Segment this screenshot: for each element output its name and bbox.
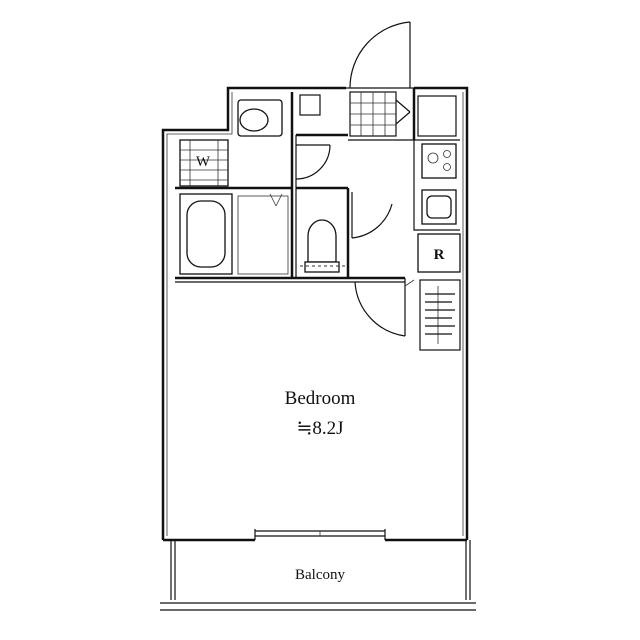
bedroom-area: ≒8.2J: [296, 418, 343, 439]
toilet: [300, 219, 346, 273]
entrance-floor: [349, 91, 411, 137]
toilet-door: [351, 192, 393, 239]
fridge-space: [417, 233, 461, 273]
outer-walls: [161, 86, 469, 542]
washer-label: W: [196, 154, 211, 170]
closet: [419, 279, 461, 351]
balcony: [160, 540, 476, 611]
kitchen-sink: [421, 189, 457, 225]
stove: [421, 143, 457, 179]
shoe-closet: [417, 95, 457, 137]
bathtub: [179, 193, 289, 275]
washroom-door: [295, 144, 331, 180]
bedroom-label: Bedroom: [285, 388, 356, 409]
interior-walls: [175, 88, 460, 283]
bedroom-door: [354, 278, 415, 337]
fridge-label: R: [434, 247, 445, 263]
balcony-label: Balcony: [295, 567, 345, 583]
washer-space: [179, 139, 229, 187]
wash-basin: [237, 99, 283, 137]
entrance-door: [346, 21, 414, 89]
